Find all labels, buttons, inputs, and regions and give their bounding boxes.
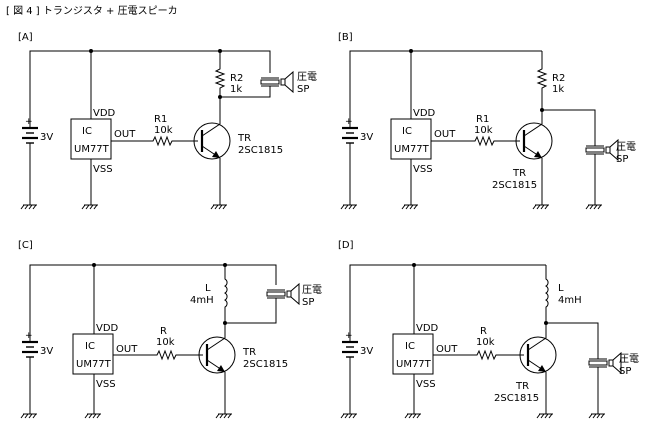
ic-c-vss: VSS	[96, 379, 116, 390]
ic-c-part: UM77T	[76, 359, 112, 370]
ic-c-vdd: VDD	[96, 323, 119, 334]
ic-b-vss: VSS	[413, 164, 433, 175]
ic-b	[390, 118, 432, 160]
transistor-b	[515, 122, 553, 160]
r1-b-value: 10k	[474, 125, 493, 136]
r1-b-name: R1	[476, 114, 489, 125]
r1-a-name: R1	[154, 114, 167, 125]
r-c-value: 10k	[156, 337, 175, 348]
figure-title: [ 図 4 ] トランジスタ + 圧電スピーカ	[6, 5, 178, 17]
sp-b-line2: SP	[616, 154, 628, 165]
ic-a-vss: VSS	[93, 164, 113, 175]
transistor-d	[519, 336, 557, 374]
speaker-b	[585, 139, 619, 161]
circuit-b-label: [B]	[338, 32, 353, 43]
tr-d-name: TR	[515, 381, 529, 392]
tr-a-part: 2SC1815	[238, 145, 283, 156]
circuit-c-label: [C]	[18, 240, 33, 251]
r2-b-name: R2	[552, 73, 565, 84]
battery-voltage-b: 3V	[360, 132, 373, 143]
ic-d-name: IC	[405, 341, 415, 352]
ic-a-name: IC	[82, 126, 92, 137]
battery-voltage-c: 3V	[40, 346, 53, 357]
speaker-c	[266, 283, 300, 305]
transistor-c	[198, 336, 236, 374]
ic-c	[72, 333, 114, 375]
ic-a-part: UM77T	[74, 144, 110, 155]
svg-text:+: +	[345, 331, 353, 341]
r-d-value: 10k	[476, 337, 495, 348]
ic-c-name: IC	[85, 341, 95, 352]
l-d-name: L	[558, 283, 564, 294]
ic-a-vdd: VDD	[93, 108, 116, 119]
l-d-value: 4mH	[558, 295, 582, 306]
l-c-value: 4mH	[190, 295, 214, 306]
circuit-c: [C] + 3V IC UM77T VDD OUT VSS R 10k	[18, 240, 322, 419]
ic-b-vdd: VDD	[413, 108, 436, 119]
ic-b-part: UM77T	[394, 144, 430, 155]
sp-a-line1: 圧電	[297, 71, 317, 83]
speaker-d	[588, 352, 622, 374]
ic-d-vdd: VDD	[416, 323, 439, 334]
r-d-name: R	[480, 326, 487, 337]
sp-d-line1: 圧電	[619, 353, 639, 365]
battery-d: + 3V	[342, 331, 373, 358]
inductor-d	[545, 275, 549, 311]
inductor-c	[224, 275, 228, 311]
svg-text:+: +	[25, 331, 33, 341]
circuit-d: [D] + 3V IC UM77T VDD OUT VSS R 10k	[338, 240, 639, 419]
battery-c: + 3V	[22, 331, 53, 358]
battery-voltage-d: 3V	[360, 346, 373, 357]
tr-b-name: TR	[512, 168, 526, 179]
ic-d-vss: VSS	[416, 379, 436, 390]
ic-a-out: OUT	[114, 129, 136, 140]
ic-b-out: OUT	[434, 129, 456, 140]
r-c-name: R	[160, 326, 167, 337]
r1-a-value: 10k	[154, 125, 173, 136]
r2-a-value: 1k	[230, 84, 242, 95]
ic-d	[392, 333, 434, 375]
r2-b-value: 1k	[552, 84, 564, 95]
tr-d-part: 2SC1815	[494, 393, 539, 404]
ic-b-name: IC	[402, 126, 412, 137]
tr-a-name: TR	[237, 133, 251, 144]
transistor-a	[193, 122, 231, 160]
speaker-a	[260, 71, 294, 93]
circuit-a: [A] + 3V IC UM77T VDD OUT VSS R1 10k	[18, 32, 317, 210]
sp-c-line2: SP	[302, 297, 314, 308]
battery-a: + 3V	[22, 117, 53, 144]
svg-text:+: +	[345, 117, 353, 127]
sp-a-line2: SP	[297, 84, 309, 95]
sp-c-line1: 圧電	[302, 284, 322, 296]
tr-c-name: TR	[242, 347, 256, 358]
tr-c-part: 2SC1815	[243, 359, 288, 370]
battery-voltage-a: 3V	[40, 132, 53, 143]
sp-d-line2: SP	[619, 366, 631, 377]
circuit-a-label: [A]	[18, 32, 33, 43]
ic-d-out: OUT	[436, 344, 458, 355]
svg-text:+: +	[25, 117, 33, 127]
ic-c-out: OUT	[116, 344, 138, 355]
tr-b-part: 2SC1815	[492, 180, 537, 191]
battery-b: + 3V	[342, 117, 373, 144]
circuit-d-label: [D]	[338, 240, 354, 251]
ic-d-part: UM77T	[396, 359, 432, 370]
circuit-b: [B] + 3V IC UM77T VDD OUT VSS R1 10k	[338, 32, 636, 210]
sp-b-line1: 圧電	[616, 141, 636, 153]
r2-a-name: R2	[230, 73, 243, 84]
l-c-name: L	[205, 283, 211, 294]
